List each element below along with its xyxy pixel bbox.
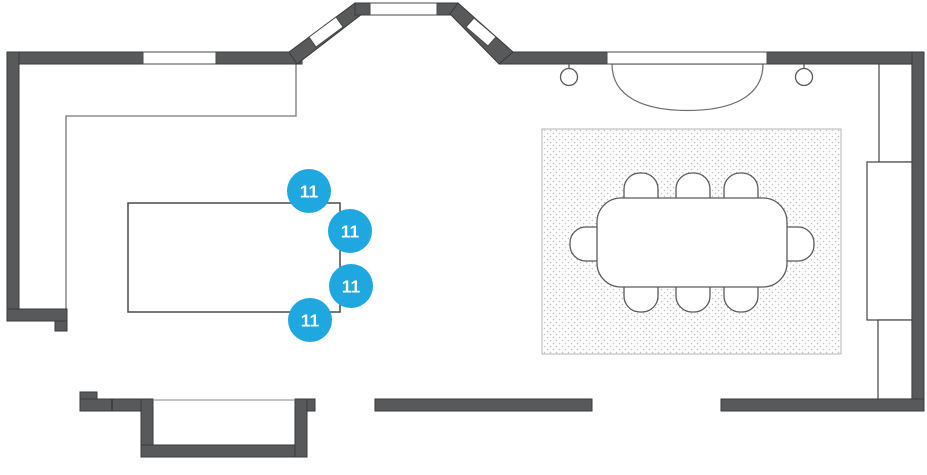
bay-window-center (369, 2, 438, 16)
wall-left-leg (6, 308, 68, 322)
placement-marker[interactable]: 11 (329, 264, 373, 308)
placement-markers: 11 11 11 11 (287, 169, 373, 342)
counter-outline (65, 64, 297, 309)
built-in-cabinet-1 (878, 63, 913, 163)
marker-circle[interactable] (329, 264, 373, 308)
marker-circle[interactable] (328, 209, 372, 253)
bay-window-left (308, 16, 344, 48)
window-top-right (606, 51, 768, 65)
wall-lights (559, 64, 814, 87)
nook-wall-bottom (140, 444, 308, 458)
marker-label: 11 (341, 222, 360, 242)
wall-top-4 (766, 51, 925, 65)
wall-left-foot (54, 320, 68, 332)
built-in-cabinet-2 (866, 161, 913, 321)
nook-wall-right (294, 398, 308, 458)
right-wall-builtins (866, 63, 913, 400)
built-in-cabinet-3 (877, 319, 913, 400)
wall-light-icon (559, 67, 579, 87)
marker-label: 11 (342, 277, 361, 297)
bay-window-right (465, 17, 497, 47)
placement-marker[interactable]: 11 (287, 169, 331, 213)
wall-bottom-2 (374, 398, 593, 412)
kitchen-island (127, 202, 341, 313)
marker-label: 11 (301, 311, 320, 331)
window-top-left (142, 51, 217, 65)
placement-marker[interactable]: 11 (328, 209, 372, 253)
dining-set (569, 172, 815, 313)
wall-right (911, 51, 925, 412)
marker-circle[interactable] (288, 298, 332, 342)
wall-top-2 (215, 51, 303, 65)
wall-bottom-3 (720, 398, 925, 412)
wall-top-3 (498, 51, 608, 65)
placement-marker[interactable]: 11 (288, 298, 332, 342)
nook-wall-tab (306, 398, 316, 412)
windows (142, 2, 768, 65)
wall-left (6, 51, 20, 310)
marker-circle[interactable] (287, 169, 331, 213)
marker-label: 11 (300, 182, 319, 202)
console-table (611, 63, 764, 112)
wall-top-1 (6, 51, 144, 65)
wall-light-icon (794, 67, 814, 87)
dining-table (596, 197, 788, 288)
